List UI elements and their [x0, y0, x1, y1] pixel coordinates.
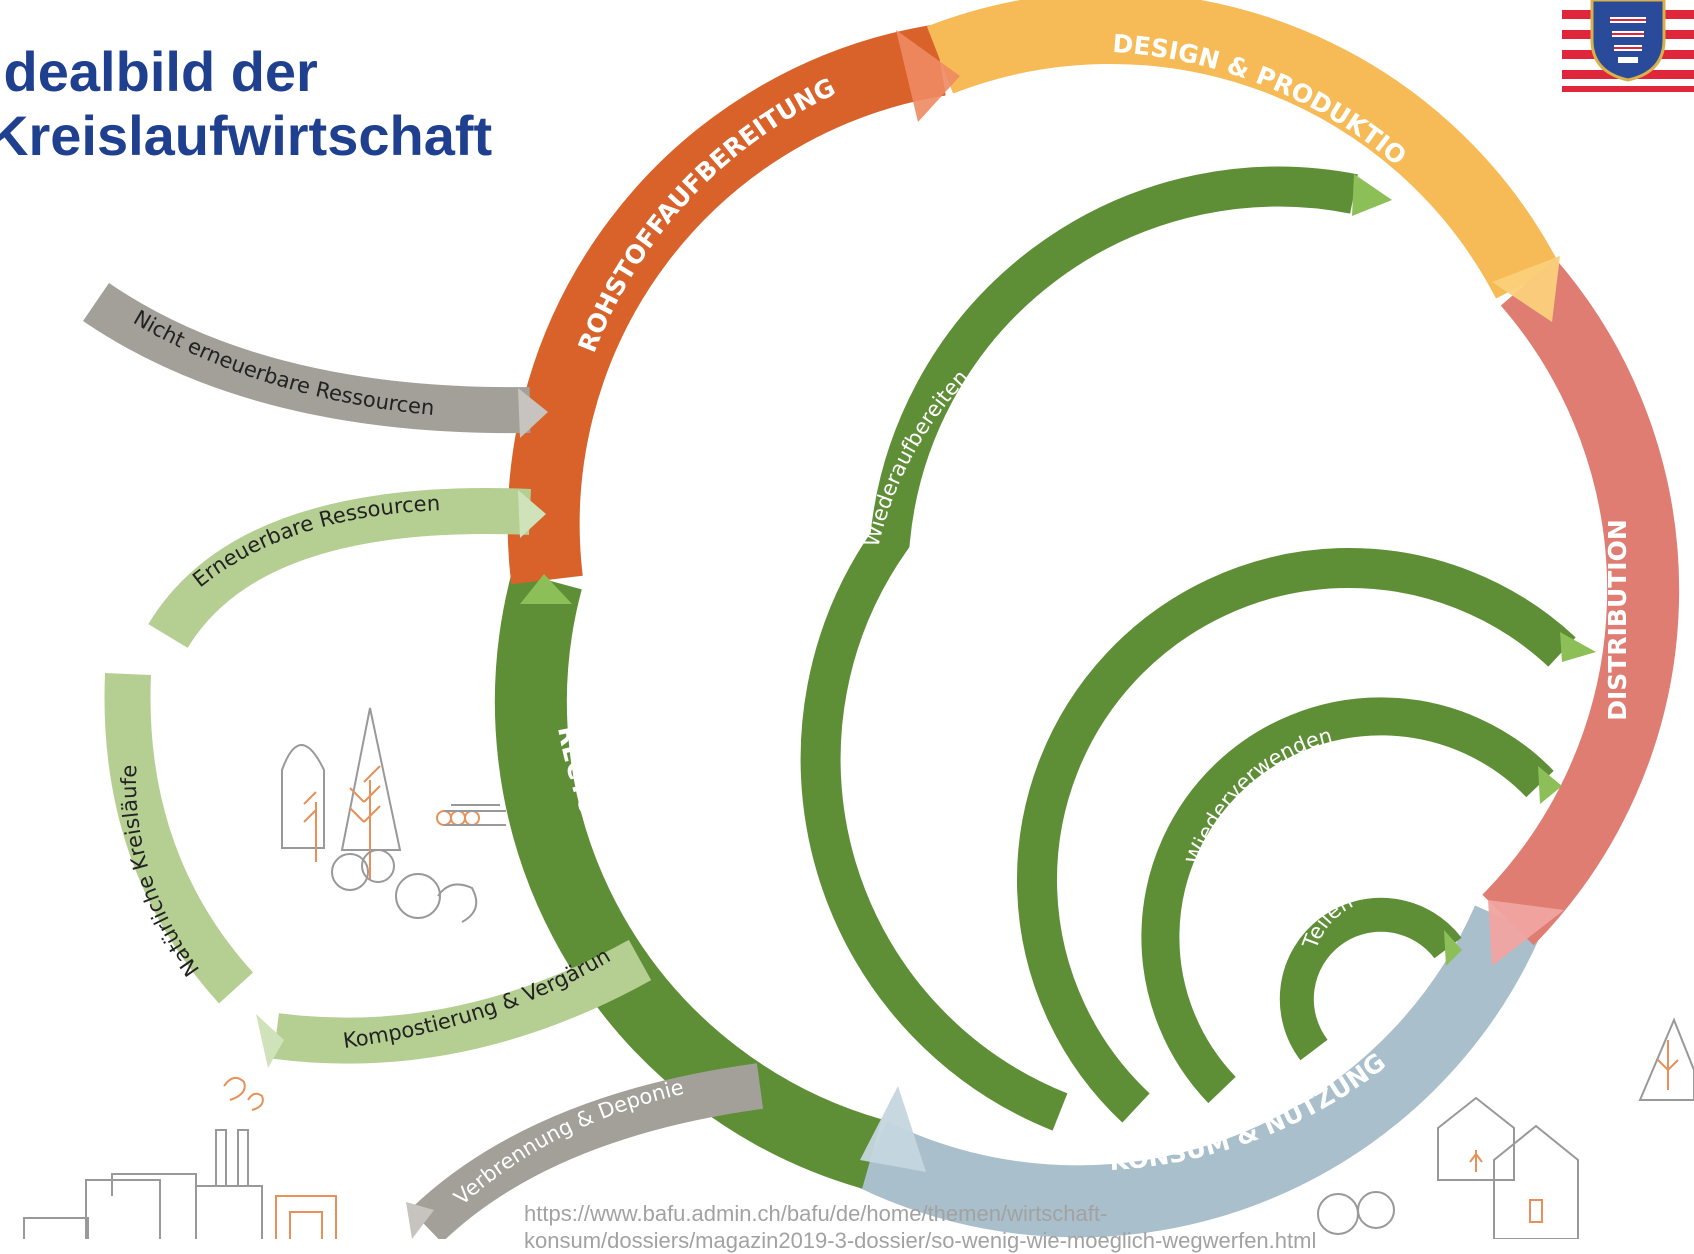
arrowhead-rohstoff-design	[896, 30, 960, 122]
title-line-1: Idealbild der	[0, 40, 318, 103]
ring-recycling-segment	[494, 570, 882, 1189]
houses-illustration	[1317, 1017, 1694, 1239]
flow-erneuerbar	[148, 488, 531, 649]
loop-reparieren-arrow	[1560, 632, 1596, 662]
factory-illustration	[23, 1076, 337, 1239]
loop-wiederaufbereiten-arrow	[1352, 174, 1392, 216]
ring-design-segment	[926, 0, 1560, 299]
flow-natuerlich	[104, 673, 254, 1004]
label-distribution: DISTRIBUTION	[1603, 519, 1632, 721]
ring-rohstoff-segment	[507, 24, 946, 585]
flow-nicht-erneuerbar-arrow	[518, 388, 548, 438]
loop-reparieren	[1017, 547, 1576, 1123]
arrowhead-recycling-rohstoff	[520, 574, 572, 604]
flow-verbrennung	[410, 1063, 764, 1239]
source-url-line-2: konsum/dossiers/magazin2019-3-dossier/so…	[524, 1228, 1317, 1253]
flow-erneuerbar-arrow	[518, 490, 546, 538]
loop-teilen	[1279, 897, 1462, 1061]
loop-wiederverwenden-arrow	[1538, 766, 1562, 804]
hessen-coat-of-arms-logo	[1562, 0, 1694, 92]
flow-verbrennung-arrow	[406, 1202, 434, 1239]
source-url[interactable]: https://www.bafu.admin.ch/bafu/de/home/t…	[524, 1200, 1316, 1254]
flow-kompost	[273, 939, 652, 1064]
flow-kompost-arrow	[256, 1014, 284, 1068]
arrowhead-design-distribution	[1492, 256, 1560, 322]
ring-konsum-segment	[856, 905, 1541, 1238]
page-title: Idealbild der Kreislaufwirtschaft	[0, 40, 492, 168]
loop-wiederverwenden	[1141, 697, 1554, 1104]
arrowhead-distribution-konsum	[1488, 900, 1564, 966]
arrowhead-konsum-recycling	[860, 1086, 926, 1172]
source-url-line-1: https://www.bafu.admin.ch/bafu/de/home/t…	[524, 1201, 1108, 1226]
ring-distribution-segment	[1482, 258, 1680, 946]
title-line-2: Kreislaufwirtschaft	[0, 104, 493, 167]
nature-illustration	[281, 707, 506, 923]
loop-wiederaufbereiten	[800, 166, 1358, 1131]
flow-nicht-erneuerbar	[83, 282, 531, 434]
loop-teilen-arrow	[1444, 930, 1462, 966]
